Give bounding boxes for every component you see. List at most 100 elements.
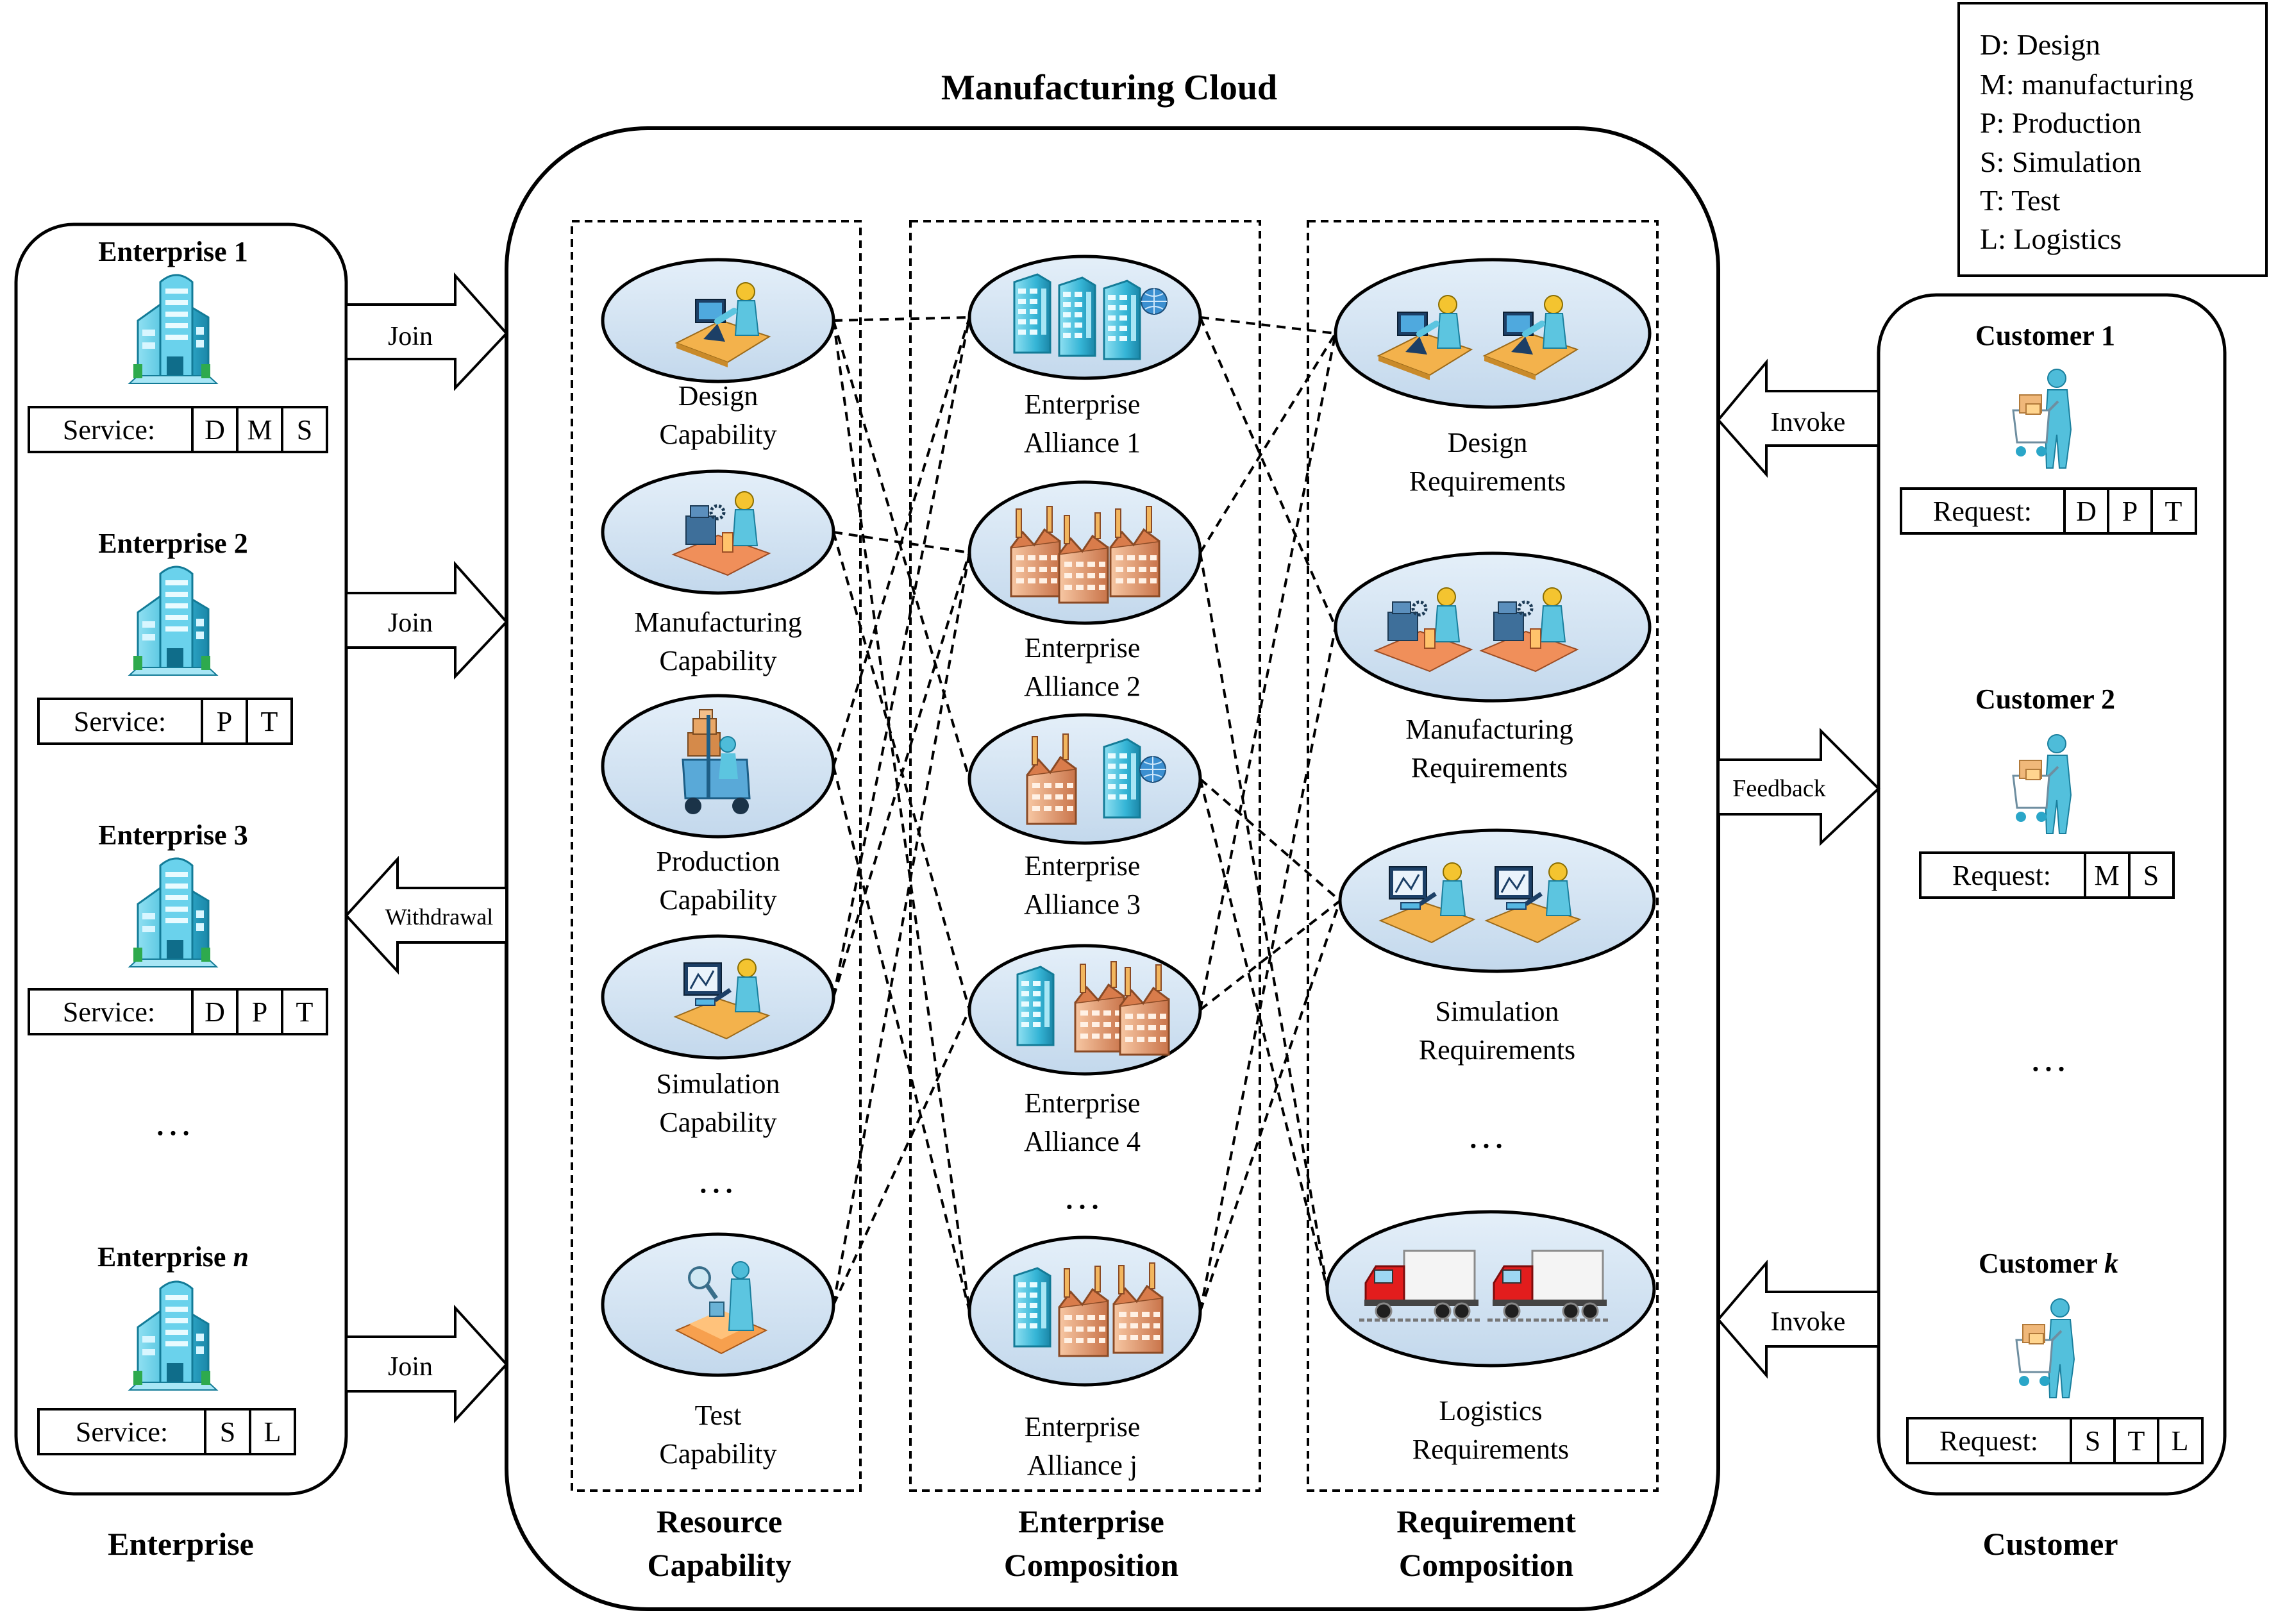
legend-entry: M: manufacturing (1980, 68, 2193, 101)
resource-ellipsis: … (697, 1159, 735, 1201)
invoke-label: Invoke (1771, 1307, 1846, 1337)
service-code: T (261, 706, 278, 737)
customer-name: Customer k (1979, 1248, 2118, 1279)
join-label: Join (388, 608, 433, 638)
customer-caption: Customer (1982, 1526, 2118, 1562)
join-label: Join (388, 322, 433, 351)
customer-2: Customer 2 Request: M S (1919, 683, 2175, 899)
manufacturing-cloud-container (505, 126, 1720, 1611)
request-label: Request: (1939, 1425, 2038, 1457)
enterprise-panel: Enterprise 1 Service: D M S Enterprise 2… (14, 222, 348, 1496)
service-label: Service: (63, 996, 155, 1028)
service-label: Service: (74, 706, 166, 737)
request-label: Request: (1952, 860, 2051, 891)
request-code: T (2128, 1425, 2145, 1457)
enterprise-name: Enterprise 1 (98, 236, 247, 267)
composition-link (1199, 778, 1341, 902)
composition-link (833, 316, 970, 322)
composition-links (832, 316, 1341, 1312)
composition-link (1199, 317, 1337, 628)
customer-name: Customer 2 (1975, 683, 2115, 715)
composition-link (1200, 316, 1336, 335)
legend: D: Design M: manufacturing P: Production… (1957, 2, 2268, 277)
enterprise-composition-column (909, 220, 1261, 1492)
feedback-label: Feedback (1732, 775, 1826, 802)
enterprise-1: Enterprise 1 Service: D M S (28, 236, 328, 453)
composition-link (1199, 626, 1337, 1312)
enterprise-2: Enterprise 2 Service: P T (37, 528, 293, 745)
composition-link (832, 317, 971, 767)
service-code: S (220, 1416, 235, 1448)
composition-link (832, 766, 971, 1312)
service-label: Service: (63, 414, 155, 446)
service-code: P (217, 706, 232, 737)
composition-link (832, 552, 971, 1305)
legend-entry: S: Simulation (1980, 146, 2141, 178)
composition-link (832, 320, 971, 1312)
enterprise-name: Enterprise 2 (98, 528, 247, 559)
invoke-label: Invoke (1771, 408, 1846, 437)
composition-link (1199, 900, 1341, 1312)
enterprise-name: Enterprise n (97, 1241, 249, 1273)
join-arrow-1: Join (345, 272, 508, 392)
feedback-arrow: Feedback (1717, 728, 1880, 846)
request-code: L (2172, 1425, 2189, 1457)
legend-entry: L: Logistics (1980, 222, 2122, 255)
customer-ellipsis: … (2029, 1037, 2068, 1079)
request-code: M (2094, 860, 2119, 891)
request-code: S (2143, 860, 2159, 891)
diagram-title: Manufacturing Cloud (941, 68, 1277, 108)
invoke-arrow-1: Invoke (1716, 358, 1880, 478)
requirement-ellipsis: … (1467, 1114, 1505, 1156)
composition-link (832, 1009, 971, 1305)
composition-link (1199, 332, 1337, 554)
enterprise-3: Enterprise 3 Service: D P T (28, 819, 328, 1035)
request-code: T (2165, 496, 2182, 527)
composition-link (832, 320, 971, 780)
enterprise-n: Enterprise n Service: S L (37, 1241, 296, 1455)
legend-entry: D: Design (1980, 28, 2100, 61)
service-code: T (296, 996, 314, 1028)
request-code: P (2122, 496, 2138, 527)
withdrawal-arrow: Withdrawal (344, 855, 508, 975)
legend-entry: P: Production (1980, 106, 2141, 139)
enterprise-name: Enterprise 3 (98, 819, 247, 851)
customer-name: Customer 1 (1975, 320, 2115, 351)
composition-link (1199, 778, 1328, 1289)
service-code: S (297, 414, 312, 446)
composition-link (1199, 552, 1328, 1289)
service-code: M (247, 414, 272, 446)
requirement-composition-column (1307, 220, 1659, 1492)
composition-link (832, 552, 971, 998)
invoke-arrow-2: Invoke (1716, 1259, 1880, 1379)
